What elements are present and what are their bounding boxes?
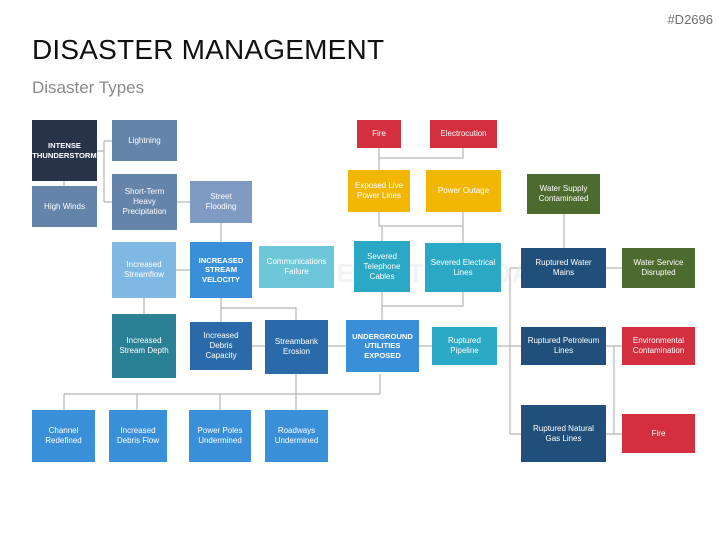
label-fire-bottom: Fire [651,428,666,438]
connector-thunderstorm-branches [97,140,112,203]
node-ruptured-water-mains: Ruptured Water Mains [521,248,606,288]
node-severed-telephone-cables: Severed Telephone Cables [354,241,410,292]
connector-petroleum-gas-right [606,345,622,435]
node-intense-thunderstorm: INTENSE THUNDERSTORM [32,120,97,181]
page-subtitle: Disaster Types [32,78,145,97]
label-fire-top: Fire [372,129,386,138]
connector-velocity-erosion [220,298,297,322]
label-increased-streamflow: Increased Streamflow [123,260,164,279]
node-lightning: Lightning [112,120,177,161]
node-fire-top: Fire [357,120,401,148]
connector-bottom-row [63,374,381,410]
label-ruptured-water-mains: Ruptured Water Mains [535,258,592,277]
label-electrocution: Electrocution [440,129,487,138]
label-ruptured-pipeline: Ruptured Pipeline [448,336,481,355]
label-ruptured-natural-gas-lines: Ruptured Natural Gas Lines [533,423,594,443]
node-street-flooding: Street Flooding [190,181,252,223]
connector-exposed-severed [378,212,464,243]
node-ruptured-natural-gas-lines: Ruptured Natural Gas Lines [521,405,606,462]
node-underground-utilities-exposed: UNDERGROUND UTILITIES EXPOSED [346,320,419,372]
page-title: DISASTER MANAGEMENT [32,34,385,65]
label-ruptured-petroleum-lines: Ruptured Petroleum Lines [527,336,600,355]
node-ruptured-pipeline: Ruptured Pipeline [432,327,497,365]
label-severed-electrical-lines: Severed Electrical Lines [430,257,496,277]
label-high-winds: High Winds [44,201,85,211]
node-power-poles-undermined: Power Poles Undermined [189,410,251,462]
node-severed-electrical-lines: Severed Electrical Lines [425,243,501,292]
node-power-outage: Power Outage [426,170,501,212]
node-increased-streamflow: Increased Streamflow [112,242,176,298]
label-severed-telephone-cables: Severed Telephone Cables [363,251,401,281]
node-ruptured-petroleum-lines: Ruptured Petroleum Lines [521,327,606,365]
node-fire-bottom: Fire [622,414,695,453]
label-increased-debris-flow: Increased Debris Flow [116,426,160,445]
label-exposed-live-power-lines: Exposed Live Power Lines [354,181,404,200]
node-channel-redefined: Channel Redefined [32,410,95,462]
node-communications-failure: Communications Failure [259,246,334,288]
connector-underground-cables [381,292,464,320]
label-power-outage: Power Outage [437,186,490,195]
node-streambank-erosion: Streambank Erosion [265,320,328,374]
label-power-poles-undermined: Power Poles Undermined [197,426,243,445]
label-water-supply-contaminated: Water Supply Contaminated [538,184,589,203]
node-roadways-undermined: Roadways Undermined [265,410,328,462]
label-increased-debris-capacity: Increased Debris Capacity [203,331,239,360]
slide-code: #D2696 [667,12,713,27]
node-short-term-heavy-precipitation: Short-Term Heavy Precipitation [112,174,177,230]
node-increased-stream-velocity: INCREASED STREAM VELOCITY [190,242,252,298]
node-high-winds: High Winds [32,186,97,227]
connector-pipeline-branches [497,267,521,435]
node-water-service-disrupted: Water Service Disrupted [622,248,695,288]
node-environmental-contamination: Environmental Contamination [622,327,695,365]
label-street-flooding: Street Flooding [205,192,237,211]
label-communications-failure: Communications Failure [266,257,327,276]
label-lightning: Lightning [128,135,161,145]
label-short-term-heavy-precipitation: Short-Term Heavy Precipitation [122,187,167,216]
node-water-supply-contaminated: Water Supply Contaminated [527,174,600,214]
label-water-service-disrupted: Water Service Disrupted [633,258,684,277]
label-increased-stream-depth: Increased Stream Depth [119,336,169,355]
node-exposed-live-power-lines: Exposed Live Power Lines [348,170,410,212]
node-increased-debris-capacity: Increased Debris Capacity [190,322,252,370]
node-electrocution: Electrocution [430,120,497,148]
node-increased-stream-depth: Increased Stream Depth [112,314,176,378]
label-channel-redefined: Channel Redefined [45,426,82,445]
label-increased-stream-velocity: INCREASED STREAM VELOCITY [198,255,244,284]
label-roadways-undermined: Roadways Undermined [274,426,319,445]
label-environmental-contamination: Environmental Contamination [632,336,685,355]
label-underground-utilities-exposed: UNDERGROUND UTILITIES EXPOSED [352,331,413,360]
label-intense-thunderstorm: INTENSE THUNDERSTORM [32,141,97,160]
node-increased-debris-flow: Increased Debris Flow [109,410,167,462]
connector-fire-exposed [378,148,464,170]
label-streambank-erosion: Streambank Erosion [274,337,319,356]
